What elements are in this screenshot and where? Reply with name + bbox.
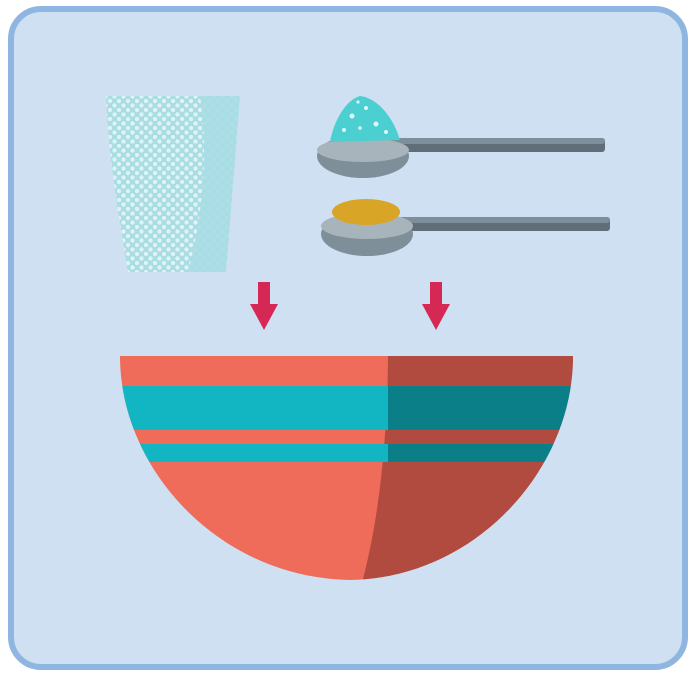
yolk (332, 199, 400, 225)
bag-icon (106, 96, 240, 272)
